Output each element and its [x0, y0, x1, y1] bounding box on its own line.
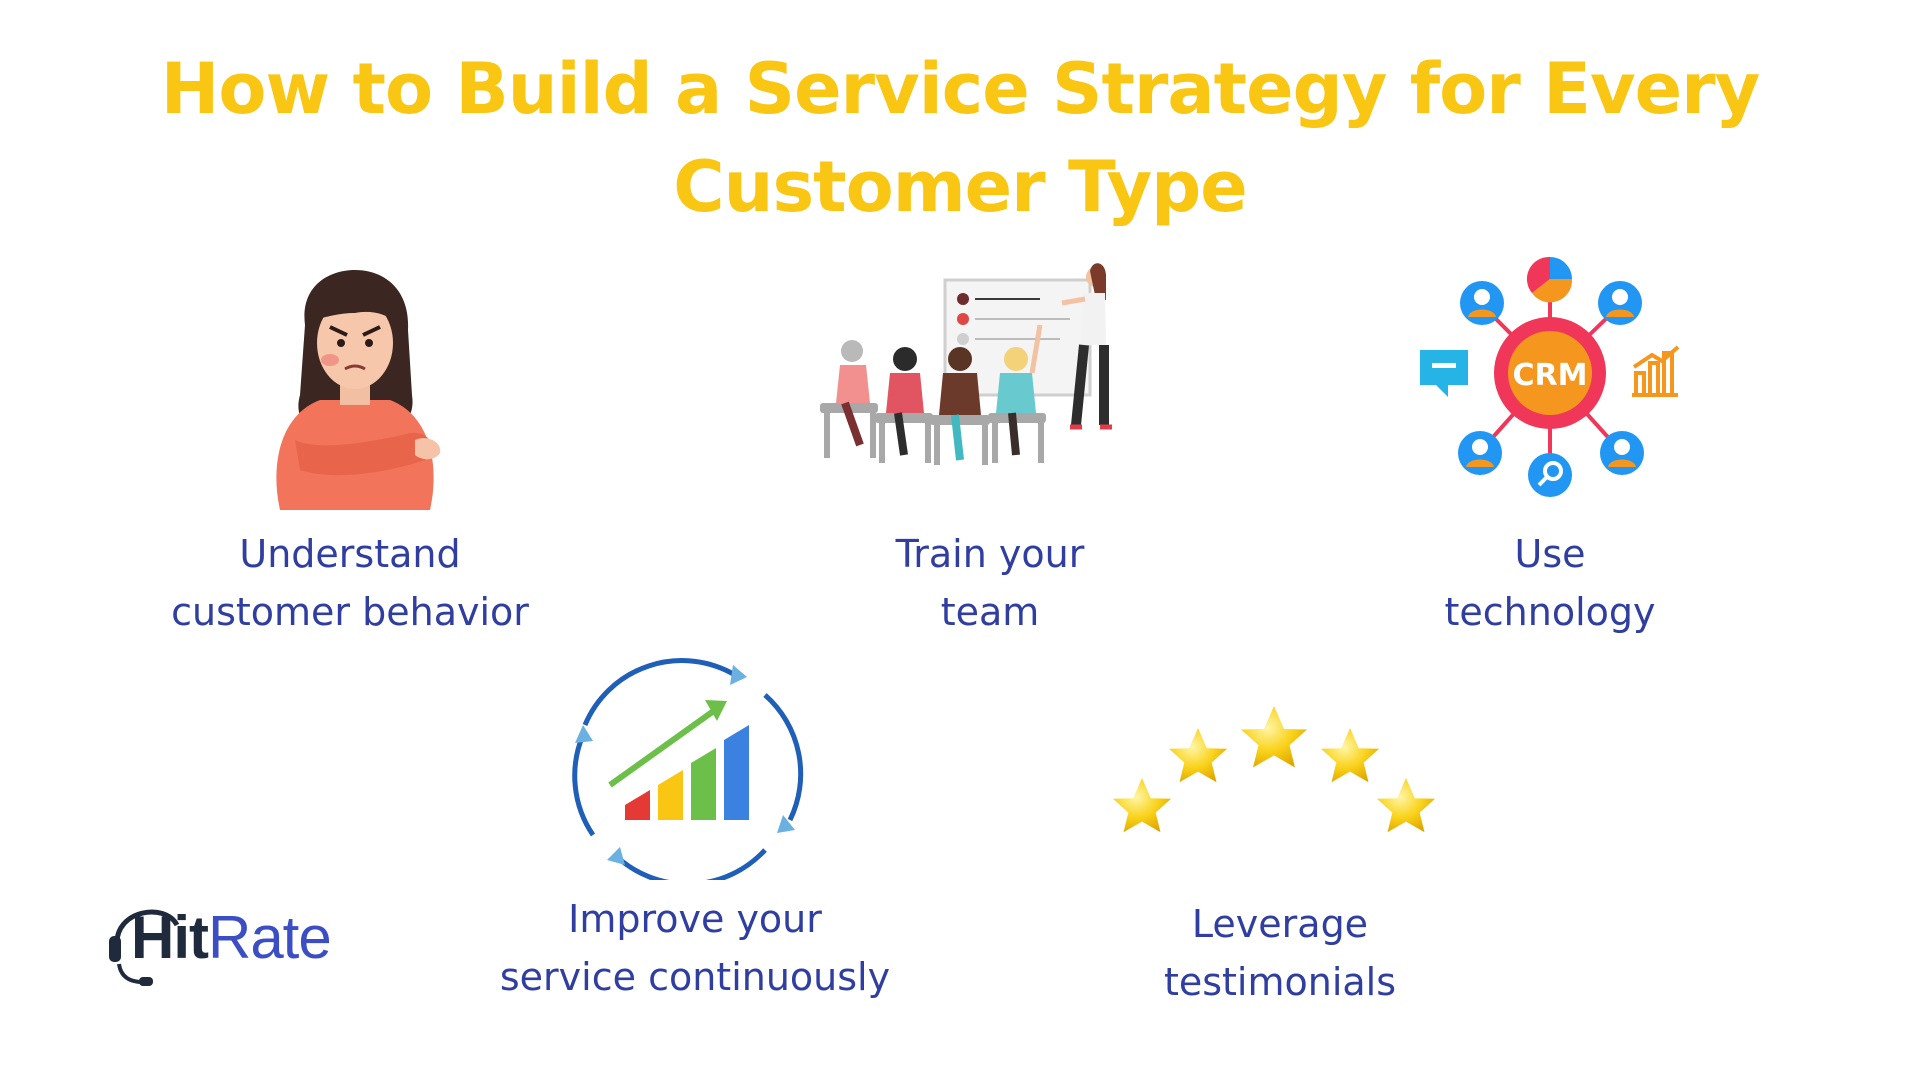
crm-badge: CRM [1513, 358, 1588, 393]
caption-line-1: Improve your [568, 897, 822, 941]
user-avatar-icon [1458, 431, 1502, 475]
frustrated-woman-icon [276, 270, 441, 510]
search-icon [1528, 453, 1572, 497]
logo-wordmark: HitRate [131, 898, 332, 978]
step-train-your-team: Train your team [800, 255, 1180, 645]
step-leverage-testimonials: Leverage testimonials [1090, 690, 1470, 1030]
step-caption: Improve your service continuously [465, 890, 925, 1006]
five-stars-icon [1113, 706, 1435, 833]
team-training-icon [820, 263, 1112, 465]
caption-line-1: Understand [239, 532, 461, 576]
headset-icon [109, 909, 180, 986]
logo-hit: Hit [131, 904, 209, 971]
star-icon [1377, 778, 1435, 833]
chat-bubble-icon [1420, 350, 1468, 397]
logo-rate: Rate [207, 904, 332, 971]
star-icon [1241, 706, 1307, 768]
crm-network-icon: CRM [1420, 256, 1680, 497]
caption-line-2: service continuously [499, 955, 891, 999]
user-avatar-icon [1600, 431, 1644, 475]
star-icon [1321, 728, 1379, 783]
caption-line-1: Use [1514, 532, 1586, 576]
caption-line-2: technology [1444, 590, 1656, 634]
caption-line-2: testimonials [1163, 960, 1397, 1004]
caption-line-1: Leverage [1191, 902, 1369, 946]
caption-line-1: Train your [895, 532, 1085, 576]
star-icon [1169, 728, 1227, 783]
step-use-technology: CRM [1420, 255, 1680, 645]
star-icon [1113, 778, 1171, 833]
caption-line-2: customer behavior [171, 590, 529, 634]
user-avatar-icon [1598, 281, 1642, 325]
step-caption: Use technology [1420, 525, 1680, 641]
title-line-2: Customer Type [673, 146, 1247, 228]
title-line-1: How to Build a Service Strategy for Ever… [160, 48, 1760, 130]
bar-chart-icon [1632, 345, 1680, 397]
step-caption: Train your team [800, 525, 1180, 641]
caption-line-2: team [940, 590, 1040, 634]
hitrate-logo: HitRate [105, 890, 355, 990]
growth-cycle-chart-icon [572, 658, 804, 880]
step-improve-service: Improve your service continuously [465, 655, 925, 1025]
step-caption: Understand customer behavior [130, 525, 570, 641]
user-avatar-icon [1460, 281, 1504, 325]
step-understand-customer-behavior: Understand customer behavior [130, 265, 570, 645]
step-caption: Leverage testimonials [1090, 895, 1470, 1011]
page-title: How to Build a Service Strategy for Ever… [160, 40, 1760, 236]
